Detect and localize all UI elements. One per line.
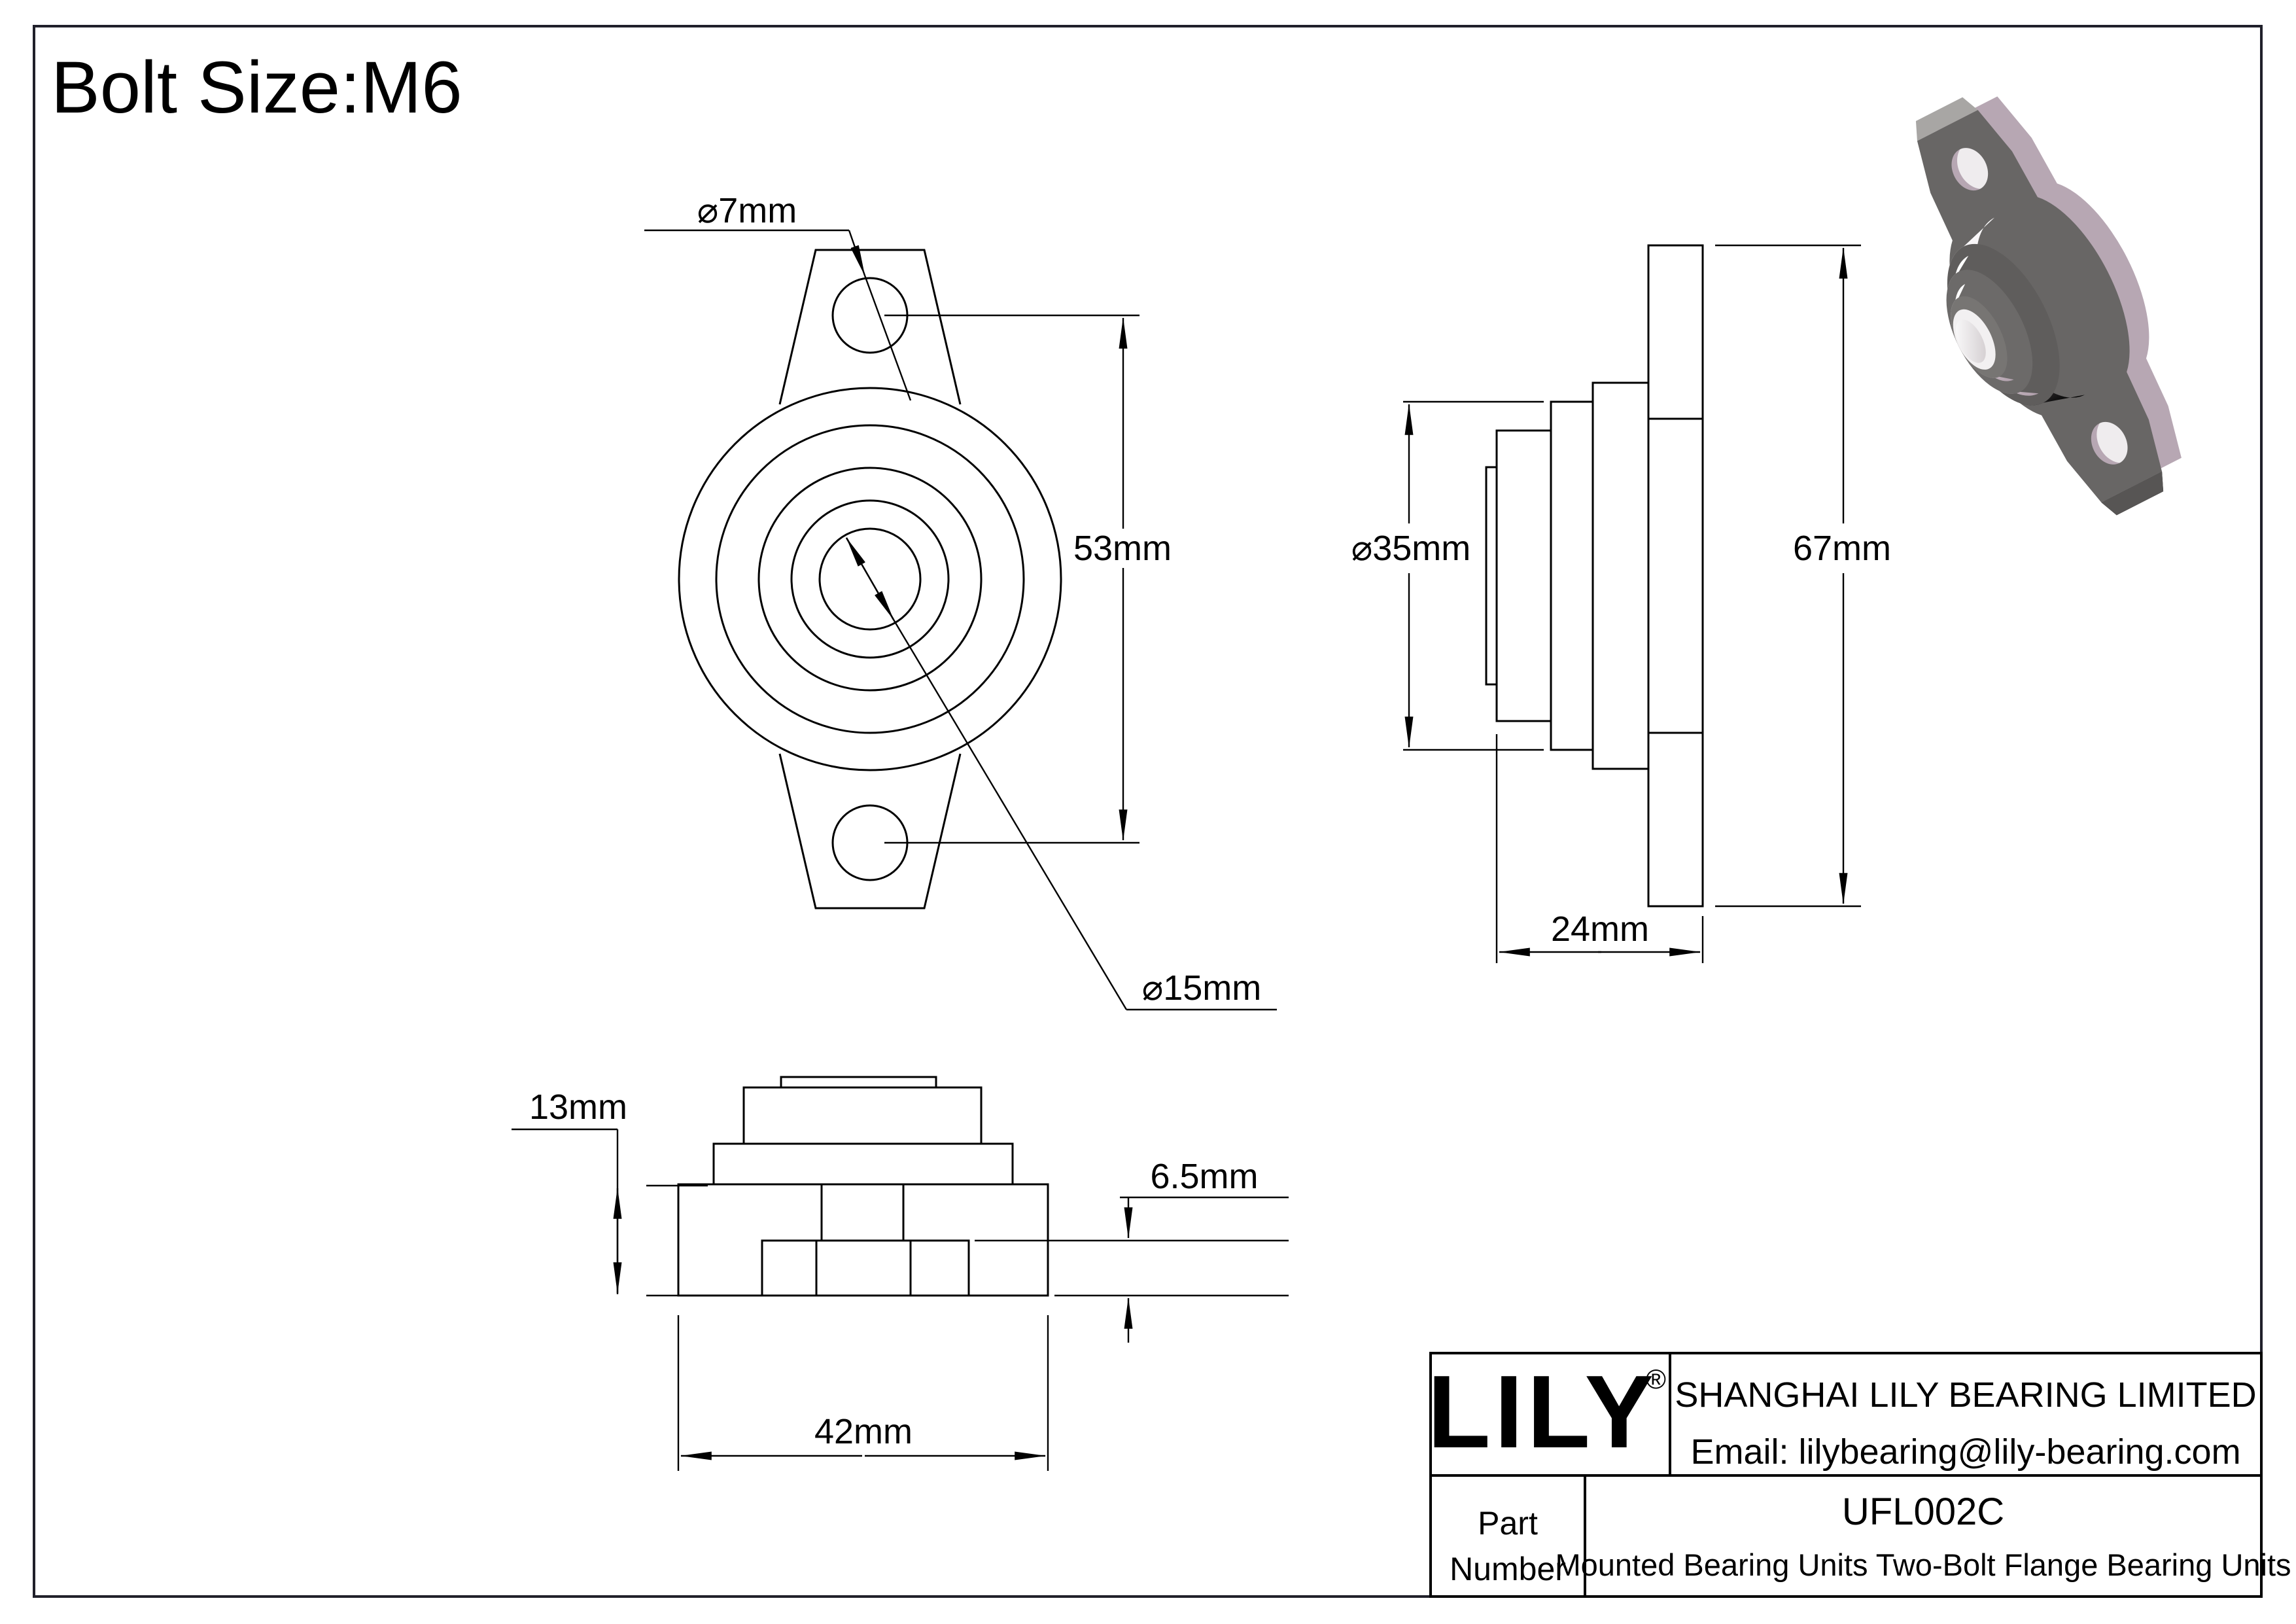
dim-label-depth: 24mm [1551,909,1649,949]
part-number: UFL002C [1842,1491,2004,1533]
top-ear-chamfer [1915,97,1978,141]
title-block: LILY ® SHANGHAI LILY BEARING LIMITED Ema… [1427,1352,2291,1598]
dim-unit-depth: 24mm [1495,734,1704,963]
dim-label-bore: ⌀15mm [1142,968,1262,1008]
dim-bolt-hole-dia: ⌀7mm [644,191,912,401]
front-view: ⌀7mm 53mm ⌀15mm [644,191,1277,1011]
dim-bore-dia: ⌀15mm [845,537,1277,1011]
collar-circle [790,499,950,659]
render-3d [1915,96,2182,516]
dim-flange-width: 42mm [677,1315,1049,1471]
dim-flange-height: 67mm [1715,244,1891,908]
dim-label-42: 42mm [814,1412,913,1451]
bottom-view: 13mm 6.5mm 42mm [512,1076,1289,1471]
dim-label-collar: ⌀35mm [1351,529,1471,568]
part-description: Mounted Bearing Units Two-Bolt Flange Be… [1555,1547,2291,1582]
leader-tail [863,275,912,401]
company-name: SHANGHAI LILY BEARING LIMITED [1675,1375,2256,1415]
dim-collar-dia: ⌀35mm [1351,400,1544,751]
company-logo: LILY [1427,1354,1658,1470]
housing-step-circle [715,424,1025,734]
part-label-line2: Number [1450,1551,1566,1587]
bore-arrow-downright [845,537,895,621]
dim-bolt-spacing: 53mm [884,314,1172,844]
dim-label-bolt-spacing: 53mm [1073,529,1172,568]
dim-label-13: 13mm [529,1087,627,1127]
bore-circle [818,527,922,631]
part-label-line1: Part [1478,1505,1538,1542]
leader-tail [892,619,1128,1010]
housing-seat-circle [757,467,983,692]
bottom-ear-chamfer [2101,471,2164,516]
bottom-tab-outline [778,753,962,909]
boss-recess [761,1239,970,1297]
top-tab-outline [778,249,962,405]
drawing-frame [33,25,2263,1598]
bolt-size-note: Bolt Size:M6 [51,46,462,128]
leader-arrow [848,230,866,277]
registered-mark-icon: ® [1646,1364,1666,1394]
flange-plate-profile [1647,244,1704,908]
bore-opening [1955,319,1986,363]
dim-label-65: 6.5mm [1150,1157,1258,1196]
flange-outer-circle [678,387,1062,771]
dim-housing-height: 13mm [512,1087,708,1297]
company-email: Email: lilybearing@lily-bearing.com [1690,1432,2240,1472]
dim-label-bolt-hole: ⌀7mm [697,191,797,230]
side-view: ⌀35mm 67mm 24mm [1351,244,1891,963]
dim-flange-thickness: 6.5mm [975,1157,1289,1343]
dim-label-height: 67mm [1793,529,1891,568]
